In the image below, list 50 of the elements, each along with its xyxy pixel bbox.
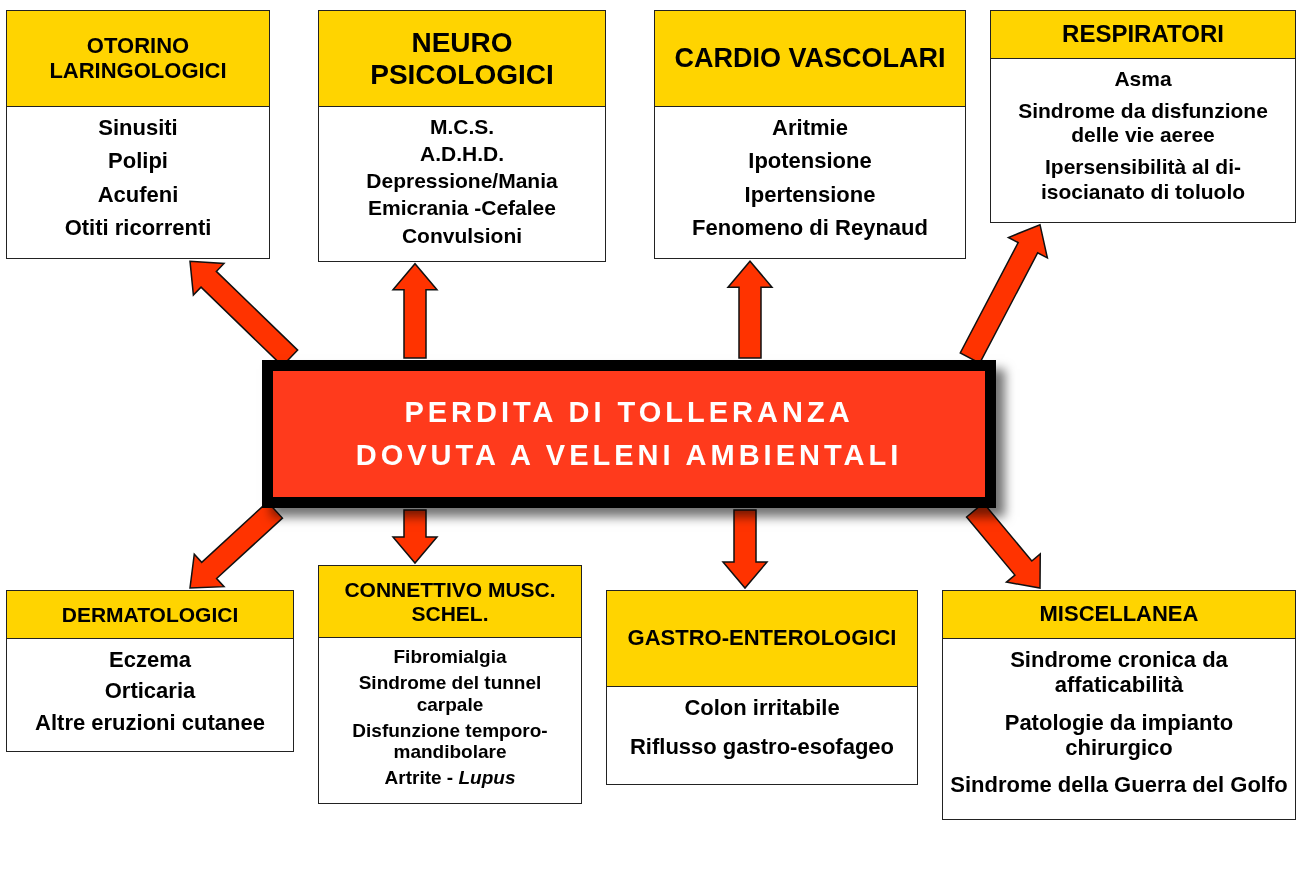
category-heading: OTORINO LARINGOLOGICI: [7, 11, 269, 107]
category-heading: DERMATOLOGICI: [7, 591, 293, 639]
category-card: [606, 590, 918, 785]
category-card: [942, 590, 1296, 821]
condition-text: Depressione/Mania: [366, 169, 558, 194]
condition-text: Aritmie: [772, 115, 848, 141]
block-arrow: [726, 260, 774, 359]
condition-text: Disfunzione temporo-mandibolare: [351, 719, 549, 764]
condition-text: Ipotensione: [748, 148, 872, 174]
condition-text: Emicrania -Cefalee: [368, 196, 556, 221]
condition-text: Convulsioni: [401, 223, 523, 248]
category-heading: MISCELLANEA: [943, 591, 1295, 639]
category-heading: GASTRO-ENTEROLOGICI: [607, 591, 917, 687]
condition-text: Sindrome della Guerra del Golfo: [950, 772, 1288, 798]
condition-text: Riflusso gastro-esofageo: [629, 734, 894, 760]
condition-text: Sindrome cronica da affaticabilità: [1009, 647, 1229, 698]
category-card: [654, 10, 966, 260]
condition-text: Colon irritabile: [684, 695, 840, 721]
condition-text: A.D.H.D.: [420, 142, 504, 167]
category-card: [6, 590, 294, 752]
condition-text: Sindrome del tunnel carpale: [357, 671, 543, 716]
condition-text: Patologie da impianto chirurgico: [1003, 709, 1235, 761]
condition-text: Artrite - Lupus: [384, 767, 516, 790]
condition-text: Acufeni: [97, 181, 179, 207]
condition-text: Fenomeno di Reynaud: [692, 214, 928, 241]
condition-text: Orticaria: [104, 678, 196, 704]
condition-text: Ipersensibilità al di-isocianato di toluolo: [1039, 155, 1247, 204]
category-heading: RESPIRATORI: [991, 11, 1295, 59]
category-card: [318, 565, 582, 805]
condition-text: Sinusiti: [98, 115, 178, 141]
category-heading: CARDIO VASCOLARI: [655, 11, 965, 107]
condition-text: Otiti ricorrenti: [64, 214, 212, 241]
category-card: [6, 10, 270, 260]
condition-text: Ipertensione: [744, 181, 876, 207]
condition-text: Eczema: [109, 647, 191, 673]
condition-text: M.C.S.: [429, 115, 495, 140]
block-arrow: [391, 262, 439, 359]
condition-text: Fibromialgia: [393, 646, 507, 668]
category-heading: NEURO PSICOLOGICI: [319, 11, 605, 107]
central-box: [262, 360, 996, 508]
condition-text: Sindrome da disfunzione delle vie aeree: [1017, 99, 1269, 148]
central-title: PERDITA DI TOLLERANZA DOVUTA A VELENI AMBIENTALI: [354, 394, 904, 473]
block-arrow: [391, 509, 439, 565]
condition-text: Polipi: [108, 148, 168, 174]
category-heading: CONNETTIVO MUSC. SCHEL.: [319, 566, 581, 638]
category-card: [318, 10, 606, 262]
category-card: [990, 10, 1296, 223]
condition-text: Altre eruzioni cutanee: [35, 709, 265, 735]
block-arrow: [721, 509, 769, 590]
condition-text: Asma: [1114, 67, 1172, 92]
